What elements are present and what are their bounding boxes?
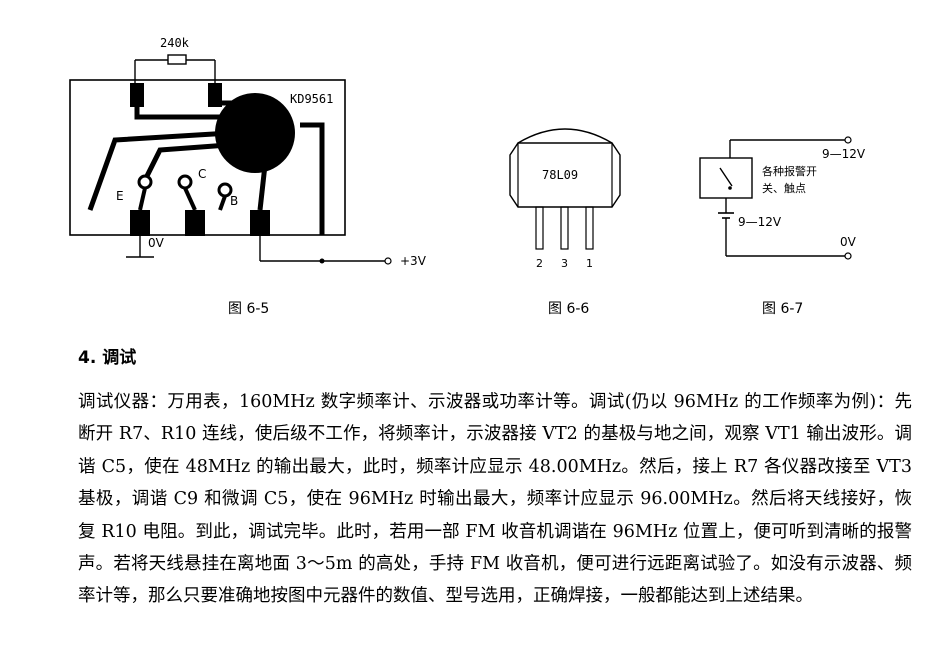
top-voltage-label: 9—12V: [822, 147, 866, 161]
regulator-pin-1: [585, 206, 594, 250]
pcb-layout-diagram: 240k KD9561 E C B 0V: [69, 36, 427, 268]
pin-1-label: 1: [586, 257, 593, 270]
regulator-body: [509, 142, 621, 208]
pin-c-pad: [177, 174, 193, 190]
battery-voltage-label: 9—12V: [738, 215, 782, 229]
section-paragraph: 调试仪器：万用表，160MHz 数字频率计、示波器或功率计等。调试(仍以 96M…: [78, 392, 913, 607]
pin-3-label: 3: [561, 257, 568, 270]
pcb-board-outline: [69, 79, 346, 236]
figure-6-5: 240k KD9561 E C B 0V: [60, 25, 460, 280]
figure-6-6-caption: 图 6-6: [548, 301, 590, 317]
ground-voltage-label: 0V: [840, 235, 857, 249]
switch-contact: [719, 167, 733, 187]
switch-label-line2: 关、触点: [762, 181, 806, 195]
regulator-label: 78L09: [542, 168, 578, 182]
ground-label: 0V: [148, 236, 165, 250]
alarm-switch-diagram: 9—12V 各种报警开 关、触点 9—12V 0V: [699, 136, 866, 260]
pin-2-label: 2: [536, 257, 543, 270]
figure-6-7-caption: 图 6-7: [762, 301, 804, 317]
figure-6-5-caption: 图 6-5: [228, 301, 270, 317]
regulator-78l09-drawing: 78L09 2 3 1: [509, 128, 621, 270]
pin-c-label: C: [198, 167, 206, 181]
regulator-pin-2: [535, 206, 544, 250]
figure-6-6: 78L09 2 3 1: [500, 115, 630, 275]
supply-label: +3V: [400, 254, 427, 268]
figure-6-7: 9—12V 各种报警开 关、触点 9—12V 0V: [690, 128, 890, 278]
pin-b-label: B: [230, 194, 238, 208]
pin-e-label: E: [116, 189, 124, 203]
chip-label: KD9561: [290, 92, 333, 106]
regulator-pin-3: [560, 206, 569, 250]
kd9561-chip: [215, 93, 295, 173]
pin-e-pad: [137, 174, 153, 190]
resistor-240k: [167, 54, 187, 65]
switch-label-line1: 各种报警开: [762, 164, 817, 178]
resistor-label: 240k: [160, 36, 190, 50]
section-heading: 4. 调试: [78, 348, 137, 368]
